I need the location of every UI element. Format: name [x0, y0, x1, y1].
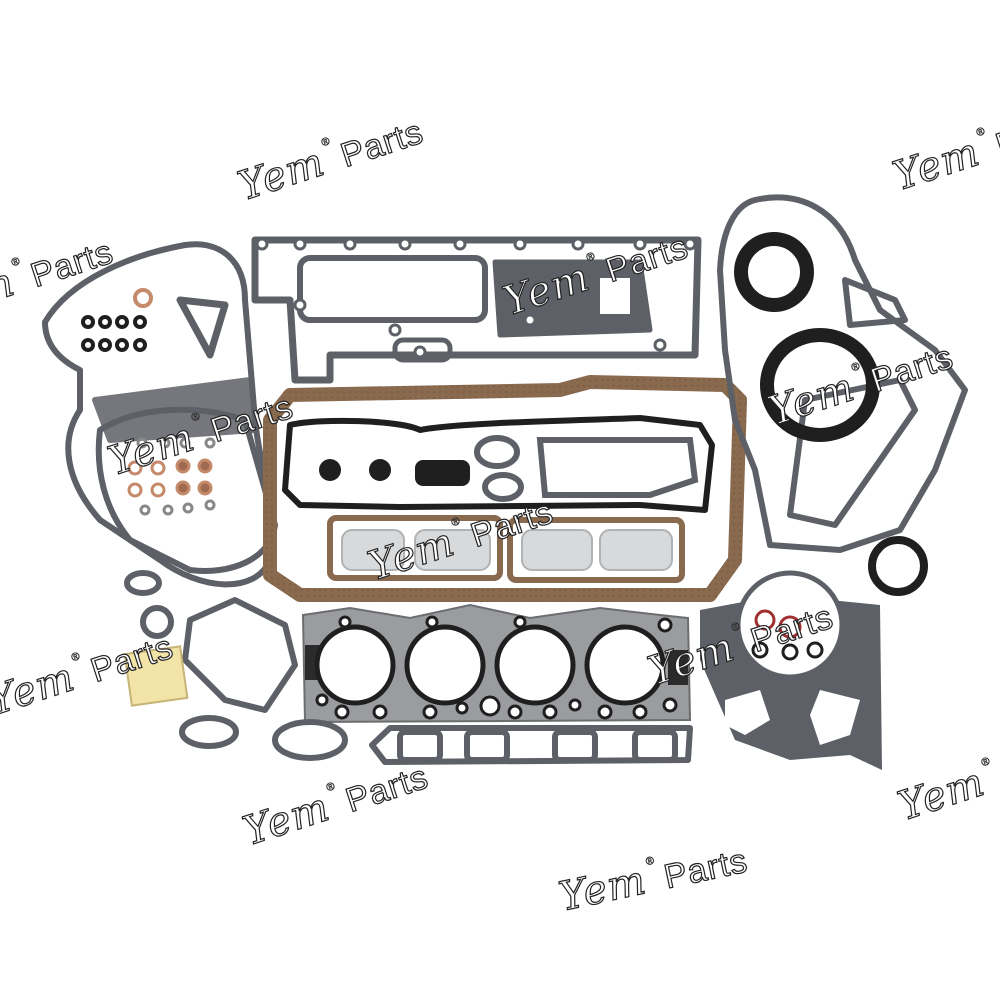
rocker-cover-rubber-gasket	[282, 415, 715, 513]
oil-pan-gasket-cork	[263, 375, 747, 602]
valve-stem-seals	[81, 315, 147, 352]
paper-shim-gasket	[123, 645, 189, 707]
rear-plate-gasket	[700, 570, 882, 770]
cylinder-head-gasket	[301, 603, 692, 724]
front-cover-gasket-right	[717, 194, 968, 553]
water-pump-gasket	[124, 570, 348, 761]
intake-manifold-gasket	[369, 725, 693, 765]
crankshaft-oil-seals	[734, 232, 928, 596]
copper-washers	[127, 437, 216, 516]
